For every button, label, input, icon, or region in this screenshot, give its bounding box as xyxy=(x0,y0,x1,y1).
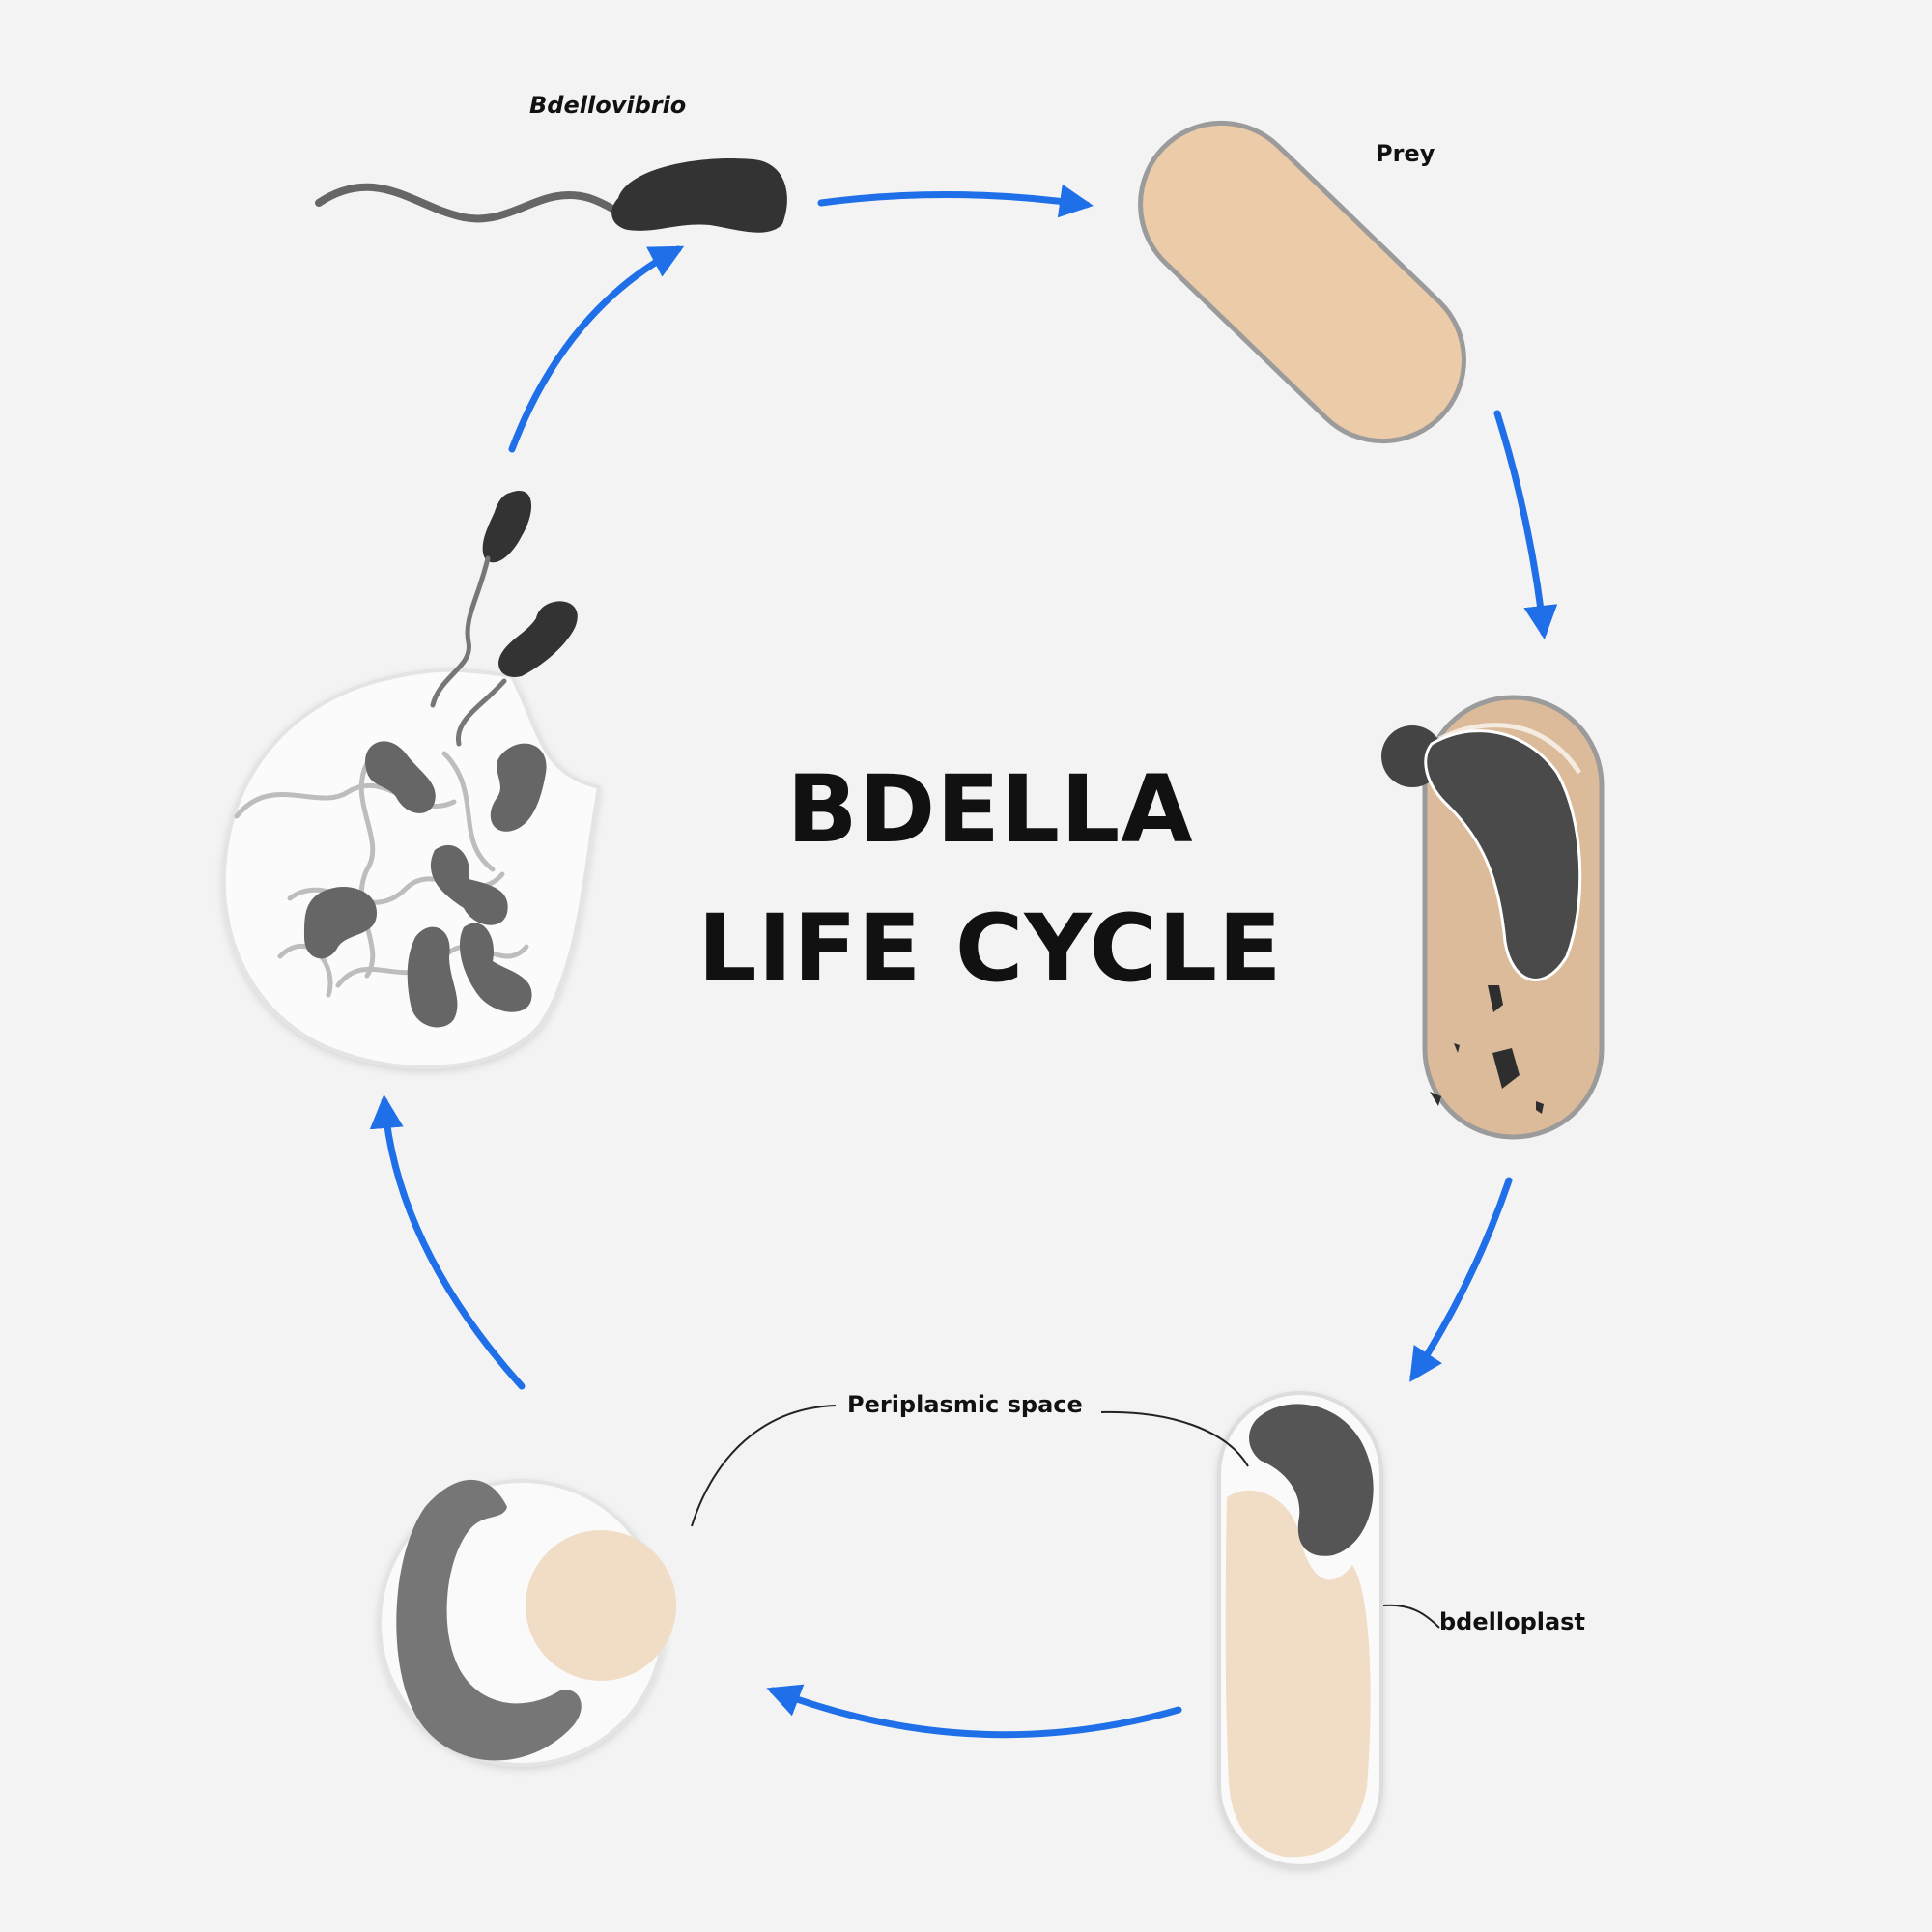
membrane-highlight xyxy=(1437,723,1582,775)
prey-cell xyxy=(1138,120,1466,444)
elongated-predator-filament xyxy=(396,1479,582,1761)
entering-predator-body xyxy=(1424,729,1582,981)
label-periplasmic-space: Periplasmic space xyxy=(847,1391,1083,1418)
bdelloplast-cell xyxy=(1217,1391,1383,1868)
bdelloplast-cytoplasm xyxy=(1225,1490,1371,1858)
arrow-prey-to-attachment xyxy=(1493,410,1558,639)
label-bdelloplast: bdelloplast xyxy=(1439,1608,1585,1635)
progeny-cell xyxy=(365,741,436,813)
arrow-bdelloplast-to-growth xyxy=(766,1684,1182,1739)
periplasmic-space-leader-right xyxy=(1100,1410,1249,1467)
label-bdellovibrio: Bdellovibrio xyxy=(529,92,687,119)
periplasmic-predator xyxy=(1249,1404,1374,1556)
cycle-arrows xyxy=(369,184,1558,1739)
label-prey: Prey xyxy=(1376,140,1435,167)
lysing-bdelloplast xyxy=(221,491,602,1069)
arrow-release-to-bdellovibrio xyxy=(508,245,685,453)
invading-prey-cell xyxy=(1381,695,1605,1140)
condensed-prey-cytoplasm xyxy=(526,1530,676,1681)
title-line-1: BDELLA xyxy=(786,755,1194,864)
progeny-cell xyxy=(304,886,377,959)
progeny-cell xyxy=(430,844,508,925)
released-bdellovibrio xyxy=(430,491,532,708)
arrow-bdellovibrio-to-prey xyxy=(817,184,1094,218)
periplasmic-space-leader-left xyxy=(691,1405,837,1527)
progeny-cell xyxy=(407,926,458,1028)
flagellum xyxy=(315,183,646,223)
progeny-cell xyxy=(459,923,532,1012)
growing-predator-cell xyxy=(378,1479,676,1767)
progeny-cell xyxy=(490,743,547,832)
callout-lines xyxy=(691,1405,1440,1629)
title-line-2: LIFE CYCLE xyxy=(697,895,1283,1003)
bdelloplast-leader xyxy=(1382,1604,1440,1629)
released-bdellovibrio xyxy=(456,601,578,747)
arrow-growth-to-release xyxy=(369,1094,526,1390)
vibrio-body xyxy=(611,158,787,233)
arrow-attachment-to-bdelloplast xyxy=(1409,1177,1513,1382)
bdellovibrio-free-cell xyxy=(315,158,787,233)
